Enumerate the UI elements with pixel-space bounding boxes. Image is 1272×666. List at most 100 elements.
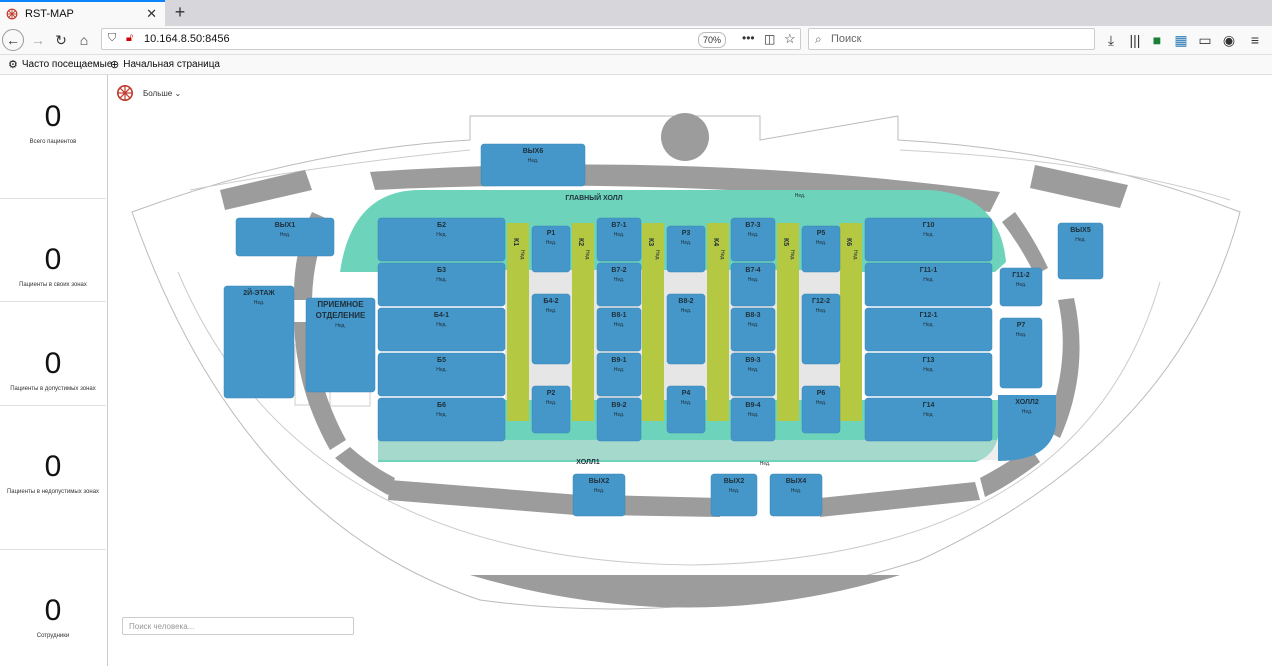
library-icon[interactable]: ||| bbox=[1129, 32, 1141, 48]
hall-1[interactable]: ГЛАВНЫЙ ХОЛЛ Нед. bbox=[565, 193, 805, 202]
extension-folder-icon[interactable]: ▦ bbox=[1174, 31, 1188, 48]
close-tab-icon[interactable]: ✕ bbox=[146, 6, 157, 21]
search-placeholder: Поиск bbox=[831, 33, 862, 45]
account-icon[interactable]: ◉ bbox=[1222, 31, 1236, 48]
browser-tab[interactable]: RST-MAP ✕ bbox=[0, 0, 165, 26]
bookmark-start-page[interactable]: ⊕ Начальная страница bbox=[110, 59, 220, 71]
zone-label: Г10 bbox=[923, 222, 935, 229]
hall-label: ХОЛЛ1 bbox=[576, 459, 600, 466]
zone-label: Р3 bbox=[682, 230, 691, 237]
reload-button[interactable]: ↻ bbox=[55, 31, 67, 48]
zone-status: Нед. bbox=[681, 240, 692, 246]
menu-icon[interactable]: ≡ bbox=[1250, 32, 1260, 48]
zone-shape bbox=[998, 395, 1056, 461]
sidebar-toggle-icon[interactable]: ▭ bbox=[1198, 31, 1212, 48]
corridor-status: Нед. bbox=[789, 250, 795, 261]
search-bar[interactable]: ⌕ Поиск bbox=[808, 28, 1095, 50]
forward-button[interactable]: → bbox=[31, 32, 45, 48]
zone-shape bbox=[223, 285, 295, 399]
back-button[interactable]: ← bbox=[2, 29, 24, 51]
zone-label: В7-2 bbox=[611, 267, 626, 274]
zone-label: Б6 bbox=[437, 402, 446, 409]
app-logo-icon[interactable] bbox=[116, 84, 134, 102]
bookmark-most-visited[interactable]: ⚙ Часто посещаемые bbox=[8, 59, 113, 71]
zone-label: Г11-2 bbox=[1012, 272, 1030, 279]
zone-label: В9-3 bbox=[745, 357, 760, 364]
extension-green-icon[interactable]: ■ bbox=[1152, 32, 1162, 48]
url-bar[interactable]: ⛉ 🔓︎ 10.164.8.50:8456 70% ••• ◫ ☆ bbox=[101, 28, 801, 50]
corridor-shape bbox=[777, 223, 799, 421]
insecure-lock-icon[interactable]: 🔓︎ bbox=[126, 32, 134, 44]
shield-icon[interactable]: ⛉ bbox=[108, 32, 117, 44]
zone-label: Р1 bbox=[547, 230, 556, 237]
search-person-input[interactable]: Поиск человека... bbox=[122, 617, 354, 635]
more-menu[interactable]: Больше ⌄ bbox=[143, 89, 182, 98]
zone-label: В9-2 bbox=[611, 402, 626, 409]
zone-status: Нед. bbox=[681, 400, 692, 406]
pocket-icon[interactable]: ◫ bbox=[764, 32, 776, 46]
hall-label: ГЛАВНЫЙ ХОЛЛ bbox=[565, 193, 622, 202]
bookmark-star-icon[interactable]: ☆ bbox=[784, 31, 796, 46]
new-tab-button[interactable]: + bbox=[174, 2, 186, 22]
zone-status: Нед. bbox=[335, 323, 346, 329]
zone-shape bbox=[730, 307, 776, 352]
zone-label: Б3 bbox=[437, 267, 446, 274]
zone-status: Нед. bbox=[1075, 237, 1086, 243]
zone-label: В7-1 bbox=[611, 222, 626, 229]
downloads-icon[interactable]: ⤓ bbox=[1107, 31, 1115, 48]
hall-status: Нед. bbox=[795, 193, 806, 199]
home-button[interactable]: ⌂ bbox=[79, 32, 89, 48]
more-actions-icon[interactable]: ••• bbox=[742, 31, 755, 45]
zoom-indicator[interactable]: 70% bbox=[698, 32, 726, 48]
url-text[interactable]: 10.164.8.50:8456 bbox=[144, 33, 230, 45]
zone-label: Р2 bbox=[547, 390, 556, 397]
